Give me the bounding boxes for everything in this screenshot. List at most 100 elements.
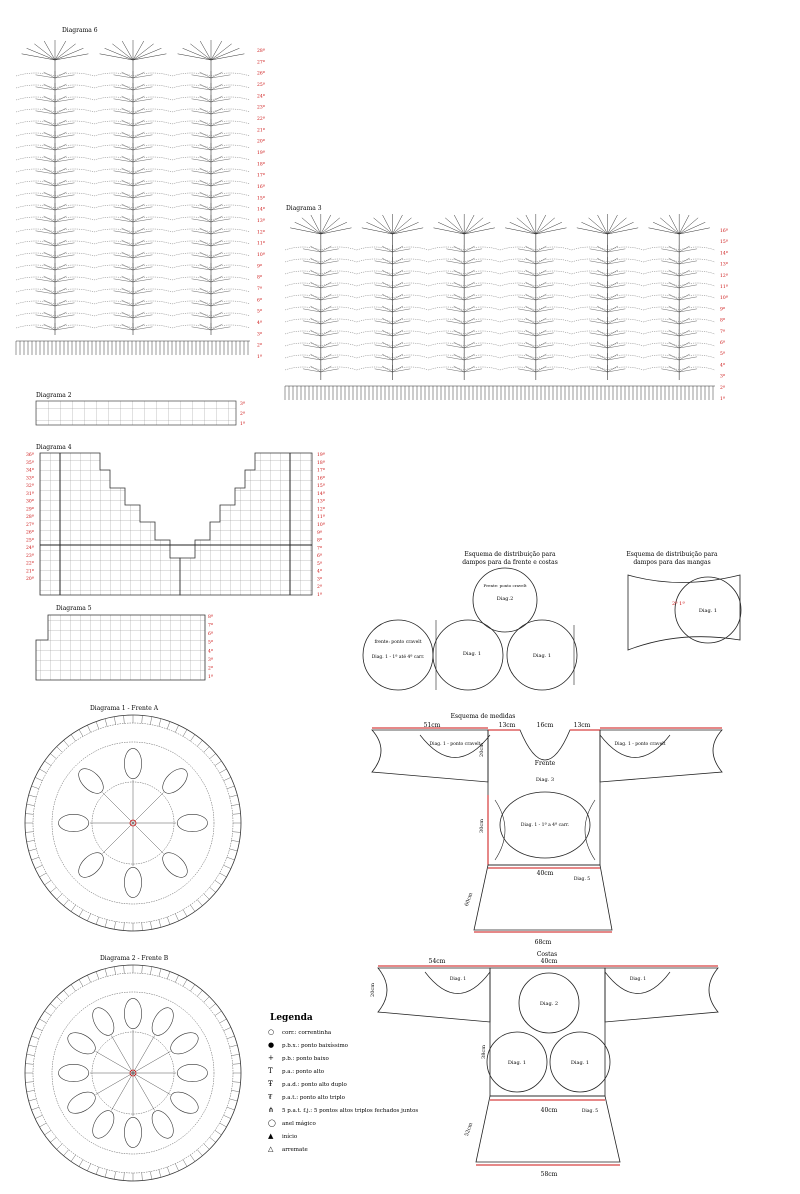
row-number: 3ª xyxy=(257,331,263,337)
row-number: 12ª xyxy=(720,273,729,279)
legend-title: Legenda xyxy=(270,1013,313,1023)
circle-top-note: Frente: ponto cravelt xyxy=(483,583,527,588)
row-number: 33ª xyxy=(26,475,35,481)
diagram-4-right-panel xyxy=(179,452,313,596)
diagram-3: Diagrama 3 16ª15ª14ª13ª12ª11ª10ª9ª8ª7ª6ª… xyxy=(284,205,729,402)
row-number: 18ª xyxy=(257,161,266,167)
row-number: 18ª xyxy=(317,460,326,466)
row-number: 4ª xyxy=(257,320,263,326)
row-number: 22ª xyxy=(26,561,35,567)
legend-symbol: ₮ xyxy=(268,1093,273,1101)
row-number: 8ª xyxy=(317,538,323,544)
row-number: 34ª xyxy=(26,468,35,474)
front-m13b: 13cm xyxy=(574,722,591,729)
legend-text: p.a.d.: ponto alto duplo xyxy=(282,1082,347,1088)
row-number: 10ª xyxy=(257,252,266,258)
front-diag1-left: Diag. 1 - ponto cravelt xyxy=(430,741,481,747)
row-number: 13ª xyxy=(317,499,326,505)
row-number: 9ª xyxy=(257,263,263,269)
front-diag1-right: Diag. 1 - ponto cravelt xyxy=(615,741,666,747)
row-number: 3ª xyxy=(240,401,246,407)
row-number: 24ª xyxy=(257,93,266,99)
back-m54: 54cm xyxy=(429,958,446,965)
front-m13: 13cm xyxy=(499,722,516,729)
legend-symbol: ● xyxy=(268,1041,274,1049)
row-number: 4ª xyxy=(720,362,726,368)
legend-text: anel mágico xyxy=(282,1120,316,1127)
circle-top-label: Diag.2 xyxy=(497,596,514,602)
back-diag2: Diag. 2 xyxy=(540,1001,558,1007)
row-number: 7ª xyxy=(317,545,323,551)
diagram-2-row-numbers: 3ª 2ª 1ª xyxy=(240,401,246,427)
row-number: 8ª xyxy=(257,275,263,281)
legend-text: p.b.: ponto baixo xyxy=(282,1056,329,1062)
row-number: 25ª xyxy=(257,82,266,88)
row-number: 5ª xyxy=(720,351,726,357)
front-m30: 30cm xyxy=(479,819,485,833)
legend-symbol: △ xyxy=(268,1145,274,1153)
diagram-4: Diagrama 4 36ª35ª34ª33ª32ª31ª30ª29ª28ª27… xyxy=(26,444,326,598)
row-number: 16ª xyxy=(257,184,266,190)
row-number: 8ª xyxy=(720,318,726,324)
diagram-1-label: Diagrama 1 - Frente A xyxy=(90,705,159,712)
row-number: 19ª xyxy=(317,452,326,458)
backs-title: Costas xyxy=(537,951,557,958)
row-number: 5ª xyxy=(257,309,263,315)
legend-text: início xyxy=(282,1133,298,1140)
row-number: 11ª xyxy=(257,241,266,247)
diagram-2-grid xyxy=(35,400,237,426)
diagram-4-row-numbers: 36ª35ª34ª33ª32ª31ª30ª29ª28ª27ª26ª25ª24ª2… xyxy=(26,452,326,598)
row-number: 1ª xyxy=(257,354,263,360)
row-number: 5ª xyxy=(317,561,323,567)
row-number: 25ª xyxy=(26,537,35,543)
svg-text:Diag. 1: Diag. 1 xyxy=(508,1060,526,1066)
legend-text: 5 p.a.t. f.j.: 5 pontos altos triplos fe… xyxy=(282,1108,418,1114)
diagram-6-label: Diagrama 6 xyxy=(62,27,98,34)
row-number: 23ª xyxy=(26,553,35,559)
row-number: 1ª xyxy=(317,592,323,598)
row-number: 17ª xyxy=(257,173,266,179)
row-number: 3ª xyxy=(720,374,726,380)
circle-left-label: Diag. 1 - 1ª até 4ª carr. xyxy=(372,653,425,660)
measure-scheme-back: Costas 54cm 40cm 20cm Diag. 1 Diag. 1 Di… xyxy=(370,951,719,1178)
legend-text: arremate xyxy=(282,1147,308,1153)
row-number: 30ª xyxy=(26,499,35,505)
row-number: 29ª xyxy=(26,506,35,512)
sleeve-circle-label: Diag. 1 xyxy=(699,608,717,614)
svg-text:Diag. 1: Diag. 1 xyxy=(571,1060,589,1066)
row-number: 3ª xyxy=(317,576,323,582)
legend: Legenda ○corr.: correntinha●p.b.x.: pont… xyxy=(268,1013,418,1153)
row-number: 36ª xyxy=(26,452,35,458)
row-number: 2ª xyxy=(720,385,726,391)
diagram-1b-label: Diagrama 2 - Frente B xyxy=(100,955,169,962)
row-number: 2ª xyxy=(208,665,214,671)
diagram-4-label: Diagrama 4 xyxy=(36,444,72,451)
row-number: 27ª xyxy=(257,59,266,65)
row-number: 2ª xyxy=(240,411,246,417)
row-number: 24ª xyxy=(26,545,35,551)
row-number: 5ª xyxy=(208,640,214,646)
row-number: 1ª xyxy=(240,421,246,427)
front-m20: 20cm xyxy=(479,743,485,757)
row-number: 1ª xyxy=(208,674,214,680)
row-number: 6ª xyxy=(208,631,214,637)
motif-a-stitches xyxy=(24,714,242,932)
back-m40: 40cm xyxy=(541,958,558,965)
front-m40: 40cm xyxy=(537,870,554,877)
row-number: 13ª xyxy=(257,218,266,224)
row-number: 4ª xyxy=(317,569,323,575)
row-number: 7ª xyxy=(257,286,263,292)
row-number: 7ª xyxy=(208,623,214,629)
diagram-1-frente-a: Diagrama 1 - Frente A xyxy=(24,705,242,932)
diagram-6: Diagrama 6 28ª27ª26ª25ª24ª23ª22ª21ª20ª19… xyxy=(15,27,266,360)
row-number: 11ª xyxy=(317,514,326,520)
row-number: 2ª xyxy=(257,343,263,349)
diagram-3-label: Diagrama 3 xyxy=(286,205,322,212)
front-m60: 60cm xyxy=(464,892,474,907)
row-number: 9ª xyxy=(317,530,323,536)
legend-text: p.b.x.: ponto baixíssimo xyxy=(282,1042,349,1049)
